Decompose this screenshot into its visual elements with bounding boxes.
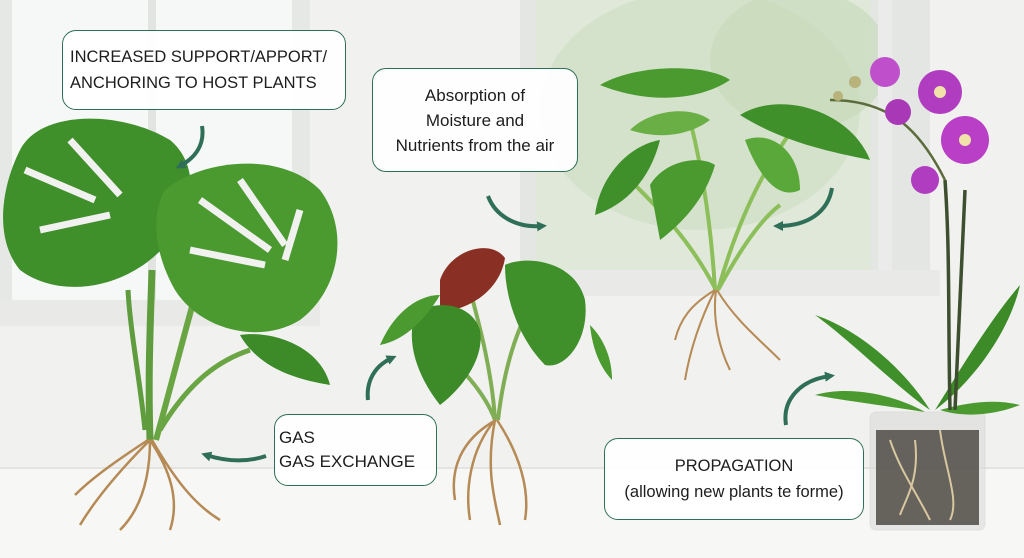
callout-gas-exchange: GAS GAS EXCHANGE — [274, 414, 437, 486]
callout-propagation-line1: PROPAGATION — [674, 457, 794, 475]
monstera-plant — [3, 118, 338, 531]
arrow-gas-up — [365, 355, 397, 401]
callout-moisture-line2: Moisture and — [425, 110, 525, 130]
arrow-moisture-right — [773, 187, 834, 231]
orchid-plant — [815, 57, 1020, 531]
callout-propagation: PROPAGATION (allowing new plants te form… — [604, 438, 864, 520]
callout-support: INCREASED SUPPORT/APPORT/ ANCHORING TO H… — [62, 30, 346, 110]
arrow-moisture-left — [486, 195, 547, 232]
anthurium-plant — [380, 248, 612, 526]
callout-gas-line1: GAS — [279, 428, 315, 447]
callout-moisture: Absorption of Moisture and Nutrients fro… — [372, 68, 578, 172]
arrow-support — [175, 125, 205, 169]
arrow-gas-left — [201, 451, 267, 463]
callout-support-line1: INCREASED SUPPORT/APPORT/ — [70, 48, 328, 66]
callout-propagation-line2: (allowing new plants te forme) — [624, 483, 844, 501]
arrow-propagation — [783, 371, 835, 426]
callout-gas-line2: GAS EXCHANGE — [279, 452, 416, 471]
callout-moisture-line1: Absorption of — [424, 85, 526, 105]
right-window — [520, 0, 940, 296]
callout-support-line2: ANCHORING TO HOST PLANTS — [70, 74, 317, 92]
callout-moisture-line3: Nutrients from the air — [395, 135, 555, 155]
philodendron-plant — [595, 68, 870, 381]
